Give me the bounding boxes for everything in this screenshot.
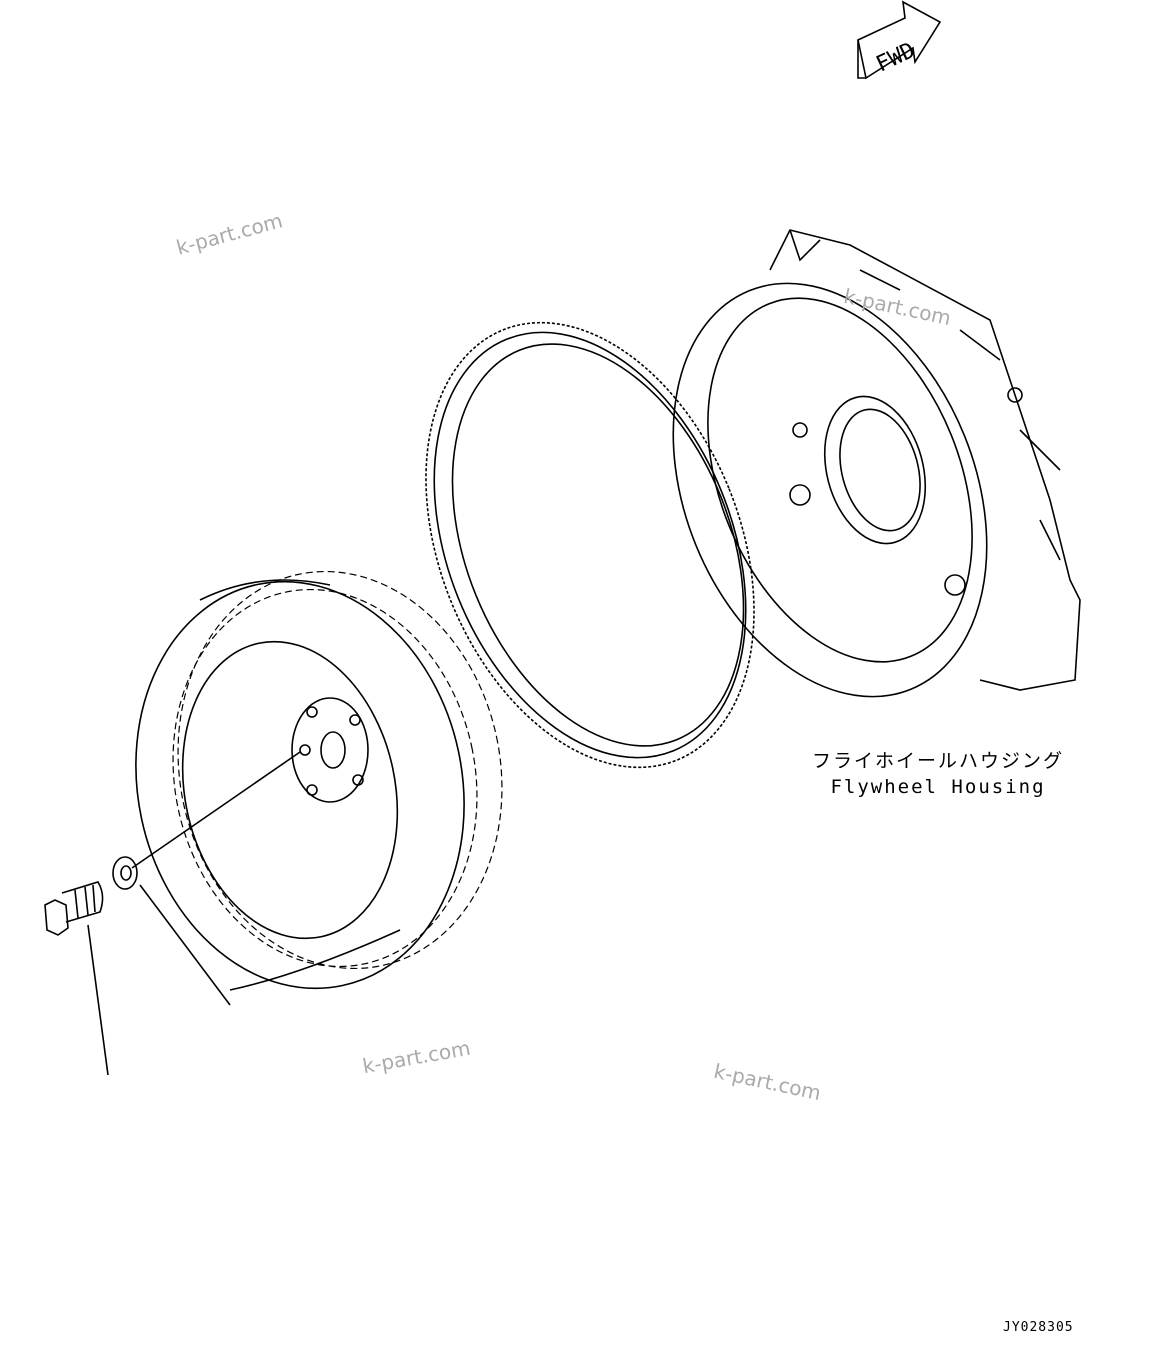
label-japanese: フライホイールハウジング xyxy=(812,750,1065,772)
flywheel-housing-label: フライホイールハウジング Flywheel Housing xyxy=(812,748,1064,800)
flywheel-housing[interactable] xyxy=(615,229,1081,744)
drawing-code: JY028305 xyxy=(1003,1320,1074,1335)
fwd-label: FWD xyxy=(872,38,919,77)
flywheel[interactable] xyxy=(99,541,538,1019)
ring-gear[interactable] xyxy=(364,274,816,817)
label-english: Flywheel Housing xyxy=(830,776,1046,798)
bolt[interactable] xyxy=(44,881,109,1076)
washer[interactable] xyxy=(112,856,231,1006)
fwd-arrow-icon: FWD xyxy=(857,0,942,80)
